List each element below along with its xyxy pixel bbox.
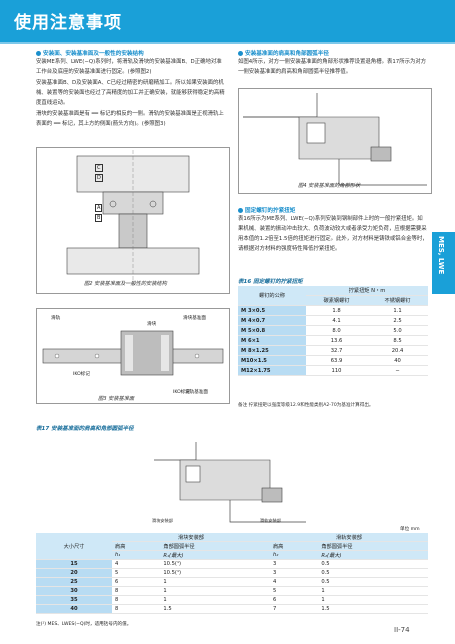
t16-col-stainless: 不锈钢螺钉: [367, 295, 428, 306]
t17-sym-r1: R₁(最大): [160, 550, 270, 560]
fig2-label-a: A: [95, 204, 103, 212]
table-17: 大小尺寸 滑块安装部 滑轨安装部 肩高 角部圆弧半径 肩高 角部圆弧半径 h₁ …: [36, 533, 428, 614]
side-tab: MES, LWE: [432, 232, 455, 294]
table-16-title: 表16 固定螺钉的拧紧扭矩: [238, 279, 303, 285]
fig3-label-rail: 滑轨: [51, 316, 61, 321]
page-number: II-74: [394, 626, 410, 634]
section-heading-torque: 固定螺钉的拧紧扭矩: [238, 206, 295, 214]
fig2-label-d: D: [95, 174, 103, 182]
title-bar: 使用注意事项: [0, 0, 455, 42]
fig3-label-block-datum: 滑块基准面: [183, 316, 206, 321]
table-17-title: 表17 安装基准面的肩高和角部圆弧半径: [36, 426, 134, 432]
fig3-label-rail-datum: 滑轨基准面: [185, 390, 208, 395]
paragraph-mounting-3: 滑块的安装基准面是有 ━━ 标记的相反的一侧。滑轨的安装基准面是正视滑轨上表面的…: [36, 111, 224, 127]
figure-table-17-drawing: [154, 442, 306, 523]
t17-h-shoulder-2: 肩高: [269, 541, 319, 551]
t17-col-block: 滑块安装部: [112, 533, 270, 542]
figure-2-drawing: [66, 150, 200, 286]
side-tab-label: MES, LWE: [437, 236, 445, 275]
t17-col-size: 大小尺寸: [36, 533, 112, 560]
figure-4: [238, 88, 432, 194]
figure-3-caption: 图3 安装基准面: [98, 396, 135, 402]
fig2-label-b: B: [95, 214, 103, 222]
fig-label-rail: 滑轨安装部: [260, 518, 281, 523]
table-16-note: 备注 拧紧扭矩以强度等级12.9和性能类别A2-70为基准计算得出。: [238, 403, 374, 408]
t17-h-radius-1: 角部圆弧半径: [160, 541, 270, 551]
t17-sym-h2: h₂: [269, 550, 319, 560]
unit-label: 单位 mm: [400, 527, 420, 532]
figure-table-17: 滑块安装部 滑轨安装部: [150, 438, 310, 526]
t17-h-radius-2: 角部圆弧半径: [318, 541, 428, 551]
figure-2: C D A B: [36, 147, 230, 294]
figure-3-drawing: [42, 330, 224, 376]
t17-sym-r2: R₂(最大): [318, 550, 428, 560]
figure-4-drawing: [243, 93, 427, 186]
fig3-label-block: 滑块: [147, 322, 157, 327]
figure-4-caption: 图4 安装基准面的角部形状: [298, 183, 361, 189]
paragraph-torque: 表16所示为ME系列、LWE(−Q)系列安装到钢制部件上时的一般拧紧扭矩。如果机…: [238, 216, 428, 252]
figure-2-caption: 图2 安装基准面及一般性的安装结构: [84, 281, 167, 287]
table-17-note: 注(¹) MES、LWES(−Q)时，适用括号内的值。: [36, 622, 132, 627]
bullet-icon: [36, 51, 41, 56]
t16-col-bolt: 螺钉的公称: [238, 286, 306, 306]
paragraph-mounting-1: 安装ME系列、LWE(−Q)系列时，将滑轨及滑块的安装基准面B、D正确地对准工作…: [36, 59, 222, 75]
section-heading-mounting: 安装面、安装基准面及一般性的安装结构: [36, 49, 144, 57]
fig-label-block: 滑块安装部: [152, 518, 173, 523]
paragraph-mounting-2: 安装基准面B、D及安装面A、C已经过精密的研磨精加工。所以如果安装面的机械、装置…: [36, 80, 225, 106]
figure-3: 滑轨 滑块基准面 滑块 滑轨基准面 IKO标记 IKO标记: [36, 308, 230, 404]
t17-col-rail: 滑轨安装部: [269, 533, 428, 542]
bullet-icon: [238, 208, 243, 213]
t17-sym-h1: h₁: [112, 550, 161, 560]
t16-col-carbon: 碳素钢螺钉: [306, 295, 367, 306]
page-title: 使用注意事项: [14, 13, 122, 33]
fig2-label-c: C: [95, 164, 103, 172]
fig3-label-mark-1: IKO标记: [73, 372, 90, 377]
fig3-label-mark-2: IKO标记: [173, 390, 190, 395]
bullet-icon: [238, 51, 243, 56]
t16-col-torque: 拧紧扭矩 N・m: [306, 286, 428, 296]
paragraph-shoulder: 如图4所示，对方一侧安装基准面的角部形状推荐设置退角槽。表17所示为对方一侧安装…: [238, 59, 427, 75]
title-rule: [0, 42, 455, 44]
t17-h-shoulder-1: 肩高: [112, 541, 161, 551]
section-heading-shoulder: 安装基准面的肩高和角部圆弧半径: [238, 49, 329, 57]
